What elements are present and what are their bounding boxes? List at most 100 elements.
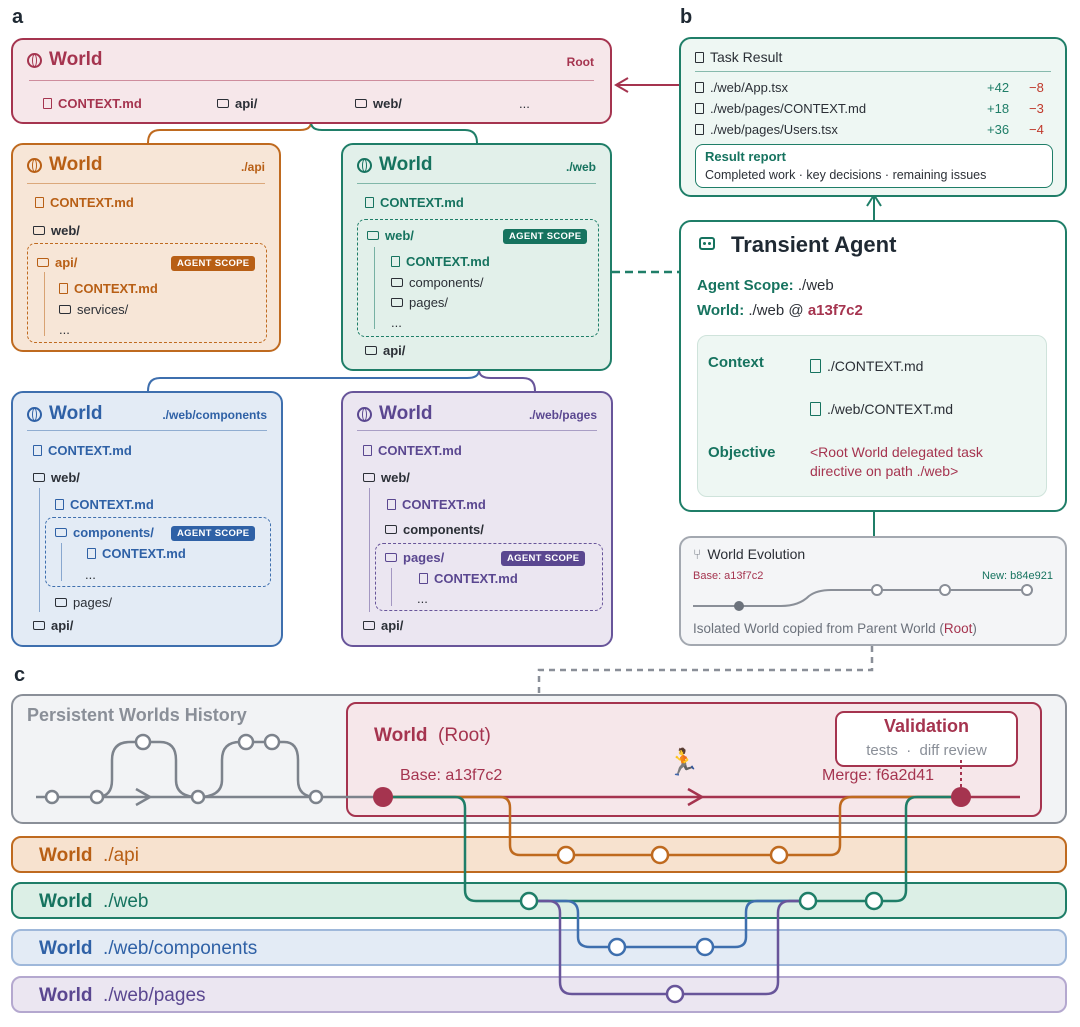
agent-details-box: Context ./CONTEXT.md ./web/CONTEXT.md Ob… (697, 335, 1047, 497)
components-commit (695, 937, 715, 957)
pages-world-path: ./web/pages (528, 408, 597, 422)
file-row[interactable]: CONTEXT.md (365, 195, 464, 210)
base-commit-dot (734, 601, 744, 611)
tree-guide (39, 488, 40, 612)
commit-dot (1021, 584, 1033, 596)
changed-file-row[interactable]: ./web/pages/CONTEXT.md (695, 101, 866, 116)
folder-row[interactable]: api/ (363, 618, 403, 633)
history-commit (237, 733, 255, 751)
evolution-base: Base: a13f7c2 (693, 570, 764, 582)
folder-row[interactable]: api/ (37, 255, 77, 270)
changed-file-row[interactable]: ./web/pages/Users.tsx (695, 122, 838, 137)
file-icon (391, 256, 400, 267)
document-icon (810, 359, 821, 373)
folder-icon (55, 598, 67, 607)
file-row[interactable]: CONTEXT.md (363, 443, 462, 458)
result-report-box: Result report Completed work · key decis… (695, 144, 1053, 188)
components-world-box: World ./web/components CONTEXT.md web/ C… (11, 391, 283, 647)
web-branch-path (383, 795, 961, 903)
context-file-row[interactable]: ./CONTEXT.md (810, 358, 923, 374)
file-row[interactable]: CONTEXT.md (391, 254, 490, 269)
tree-connector-pages (478, 369, 536, 392)
tree-guide (61, 543, 62, 581)
history-branch (96, 740, 199, 799)
globe-icon (357, 406, 372, 422)
history-commit (308, 789, 324, 805)
web-world-box: World ./web CONTEXT.md AGENT SCOPE web/ … (341, 143, 612, 371)
agent-scope-badge: AGENT SCOPE (171, 526, 256, 541)
folder-row[interactable]: components/ (391, 275, 483, 290)
file-row[interactable]: CONTEXT.md (55, 497, 154, 512)
objective-line-1: <Root World delegated task (810, 444, 983, 460)
lane-label: World ./api (39, 845, 139, 866)
agent-scope-region (357, 219, 599, 337)
history-commit (263, 733, 281, 751)
tree-guide (391, 568, 392, 606)
changed-file-row[interactable]: ./web/App.tsx (695, 80, 788, 95)
task-result-header: Task Result (695, 49, 782, 65)
api-commit (769, 845, 789, 865)
base-label: Base: a13f7c2 (400, 767, 503, 784)
file-row[interactable]: CONTEXT.md (87, 546, 186, 561)
lane-pages: World ./web/pages (11, 976, 1067, 1013)
ellipsis: ... (85, 567, 96, 582)
root-world-path: Root (566, 55, 594, 69)
web-commit (519, 891, 539, 911)
components-branch-path (529, 899, 808, 949)
file-row[interactable]: CONTEXT.md (43, 96, 142, 111)
additions-count: +42 (987, 80, 1010, 95)
folder-row[interactable]: components/ (55, 525, 154, 540)
task-result-card: Task Result ./web/App.tsx +42 −8 ./web/p… (679, 37, 1067, 197)
deletions-count: −4 (1029, 122, 1044, 137)
web-world-title: World (357, 154, 432, 176)
result-report-title: Result report (705, 149, 786, 164)
robot-icon (699, 237, 715, 250)
folder-row[interactable]: pages/ (385, 550, 444, 565)
file-icon (55, 499, 64, 510)
folder-row[interactable]: web/ (363, 470, 410, 485)
folder-row[interactable]: services/ (59, 302, 128, 317)
file-icon (695, 82, 704, 93)
folder-row[interactable]: web/ (33, 470, 80, 485)
folder-row[interactable]: web/ (355, 96, 402, 111)
history-commit (89, 789, 105, 805)
file-row[interactable]: CONTEXT.md (35, 195, 134, 210)
folder-row[interactable]: pages/ (55, 595, 112, 610)
folder-row[interactable]: web/ (367, 228, 414, 243)
context-file-row[interactable]: ./web/CONTEXT.md (810, 401, 953, 417)
folder-row[interactable]: api/ (33, 618, 73, 633)
pages-world-title: World (357, 403, 432, 425)
api-commit (650, 845, 670, 865)
validation-text: tests · diff review (866, 742, 987, 759)
web-commit (864, 891, 884, 911)
agent-scope-badge: AGENT SCOPE (171, 256, 256, 271)
evolution-caption: Isolated World copied from Parent World … (693, 621, 977, 636)
web-world-path: ./web (565, 160, 596, 174)
divider (27, 183, 265, 184)
folder-icon (217, 99, 229, 108)
tree-guide (369, 488, 370, 612)
file-row[interactable]: CONTEXT.md (387, 497, 486, 512)
folder-row[interactable]: components/ (385, 522, 484, 537)
agent-scope-region (27, 243, 267, 343)
file-row[interactable]: CONTEXT.md (419, 571, 518, 586)
globe-icon (27, 157, 42, 173)
ellipsis: ... (59, 322, 70, 337)
file-icon (387, 499, 396, 510)
components-world-path: ./web/components (162, 408, 267, 422)
folder-row[interactable]: api/ (217, 96, 257, 111)
folder-row[interactable]: web/ (33, 223, 80, 238)
commit-dot (871, 584, 883, 596)
agent-scope-badge: AGENT SCOPE (501, 551, 586, 566)
history-title: Persistent Worlds History (27, 705, 247, 725)
folder-row[interactable]: api/ (365, 343, 405, 358)
file-row[interactable]: CONTEXT.md (33, 443, 132, 458)
ellipsis: ... (519, 96, 530, 111)
file-row[interactable]: CONTEXT.md (59, 281, 158, 296)
folder-row[interactable]: pages/ (391, 295, 448, 310)
history-commit (134, 733, 152, 751)
agent-world-line: World: ./web @ a13f7c2 (697, 302, 863, 319)
history-commit (44, 789, 60, 805)
validation-title: Validation (883, 716, 970, 736)
